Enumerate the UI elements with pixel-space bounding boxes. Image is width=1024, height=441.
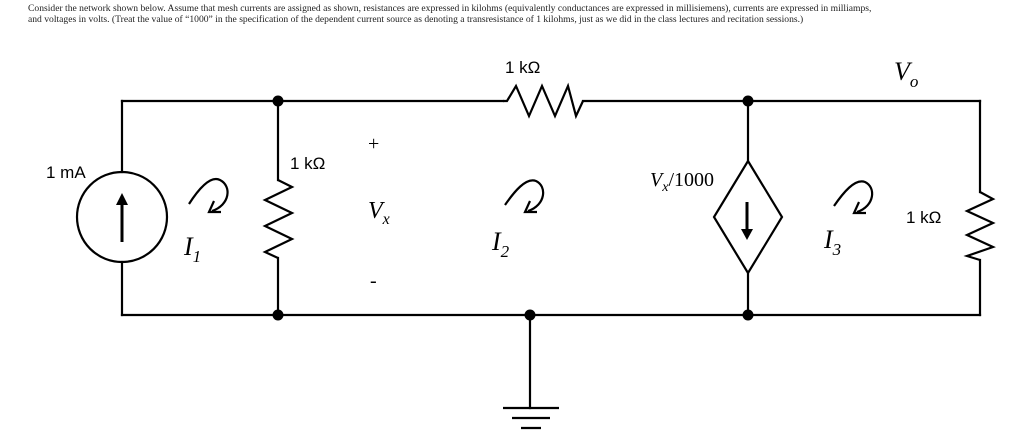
independent-current-source: 1 mA xyxy=(46,163,169,264)
resistor-zigzag-icon xyxy=(963,191,996,262)
vo-label: Vo xyxy=(894,57,918,91)
vx-label: Vx xyxy=(368,198,390,228)
load-resistor-label: 1 kΩ xyxy=(906,208,941,227)
problem-line-2: and voltages in volts. (Treat the value … xyxy=(28,14,804,25)
node-dot xyxy=(742,95,754,107)
mesh-current-label-i2: I2 xyxy=(491,227,510,261)
node-dot xyxy=(272,95,284,107)
current-source-circle xyxy=(75,170,169,264)
mesh-current-label-i1: I1 xyxy=(183,232,201,266)
shunt-resistor: 1 kΩ xyxy=(262,154,325,259)
mesh-current-2: I2 xyxy=(491,179,545,261)
clockwise-arrow-icon xyxy=(188,177,229,213)
nodes xyxy=(272,95,754,321)
mesh-current-label-i3: I3 xyxy=(823,225,841,259)
vx-plus-sign: + xyxy=(368,133,379,155)
dependent-current-source: Vx/1000 xyxy=(650,158,784,276)
wires xyxy=(120,99,982,410)
mesh-current-3: I3 xyxy=(823,180,874,259)
shunt-resistor-label: 1 kΩ xyxy=(290,154,325,173)
up-arrow-icon xyxy=(116,193,128,205)
clockwise-arrow-icon xyxy=(504,179,545,213)
resistor-zigzag-icon xyxy=(262,179,295,259)
node-dot xyxy=(742,309,754,321)
top-resistor: 1 kΩ xyxy=(503,58,584,120)
arrowhead xyxy=(523,200,537,214)
resistor-zigzag-icon xyxy=(503,82,584,120)
vx-minus-sign: - xyxy=(370,270,377,292)
dependent-source-diamond xyxy=(712,158,784,276)
arrowhead xyxy=(852,201,866,215)
vx-voltage-label: + - Vx xyxy=(368,133,390,292)
down-arrow-icon xyxy=(741,229,753,240)
arrowhead xyxy=(207,200,221,214)
problem-statement: Consider the network shown below. Assume… xyxy=(28,3,1018,25)
node-dot xyxy=(272,309,284,321)
top-resistor-label: 1 kΩ xyxy=(505,58,540,77)
vo-voltage-label: Vo xyxy=(894,57,918,91)
clockwise-arrow-icon xyxy=(833,180,874,214)
problem-line-1: Consider the network shown below. Assume… xyxy=(28,3,872,14)
ground-icon xyxy=(503,406,559,430)
current-source-label: 1 mA xyxy=(46,163,86,182)
load-resistor: 1 kΩ xyxy=(906,191,996,262)
node-dot xyxy=(524,309,536,321)
dependent-source-label: Vx/1000 xyxy=(650,169,714,195)
mesh-current-1: I1 xyxy=(183,177,229,266)
